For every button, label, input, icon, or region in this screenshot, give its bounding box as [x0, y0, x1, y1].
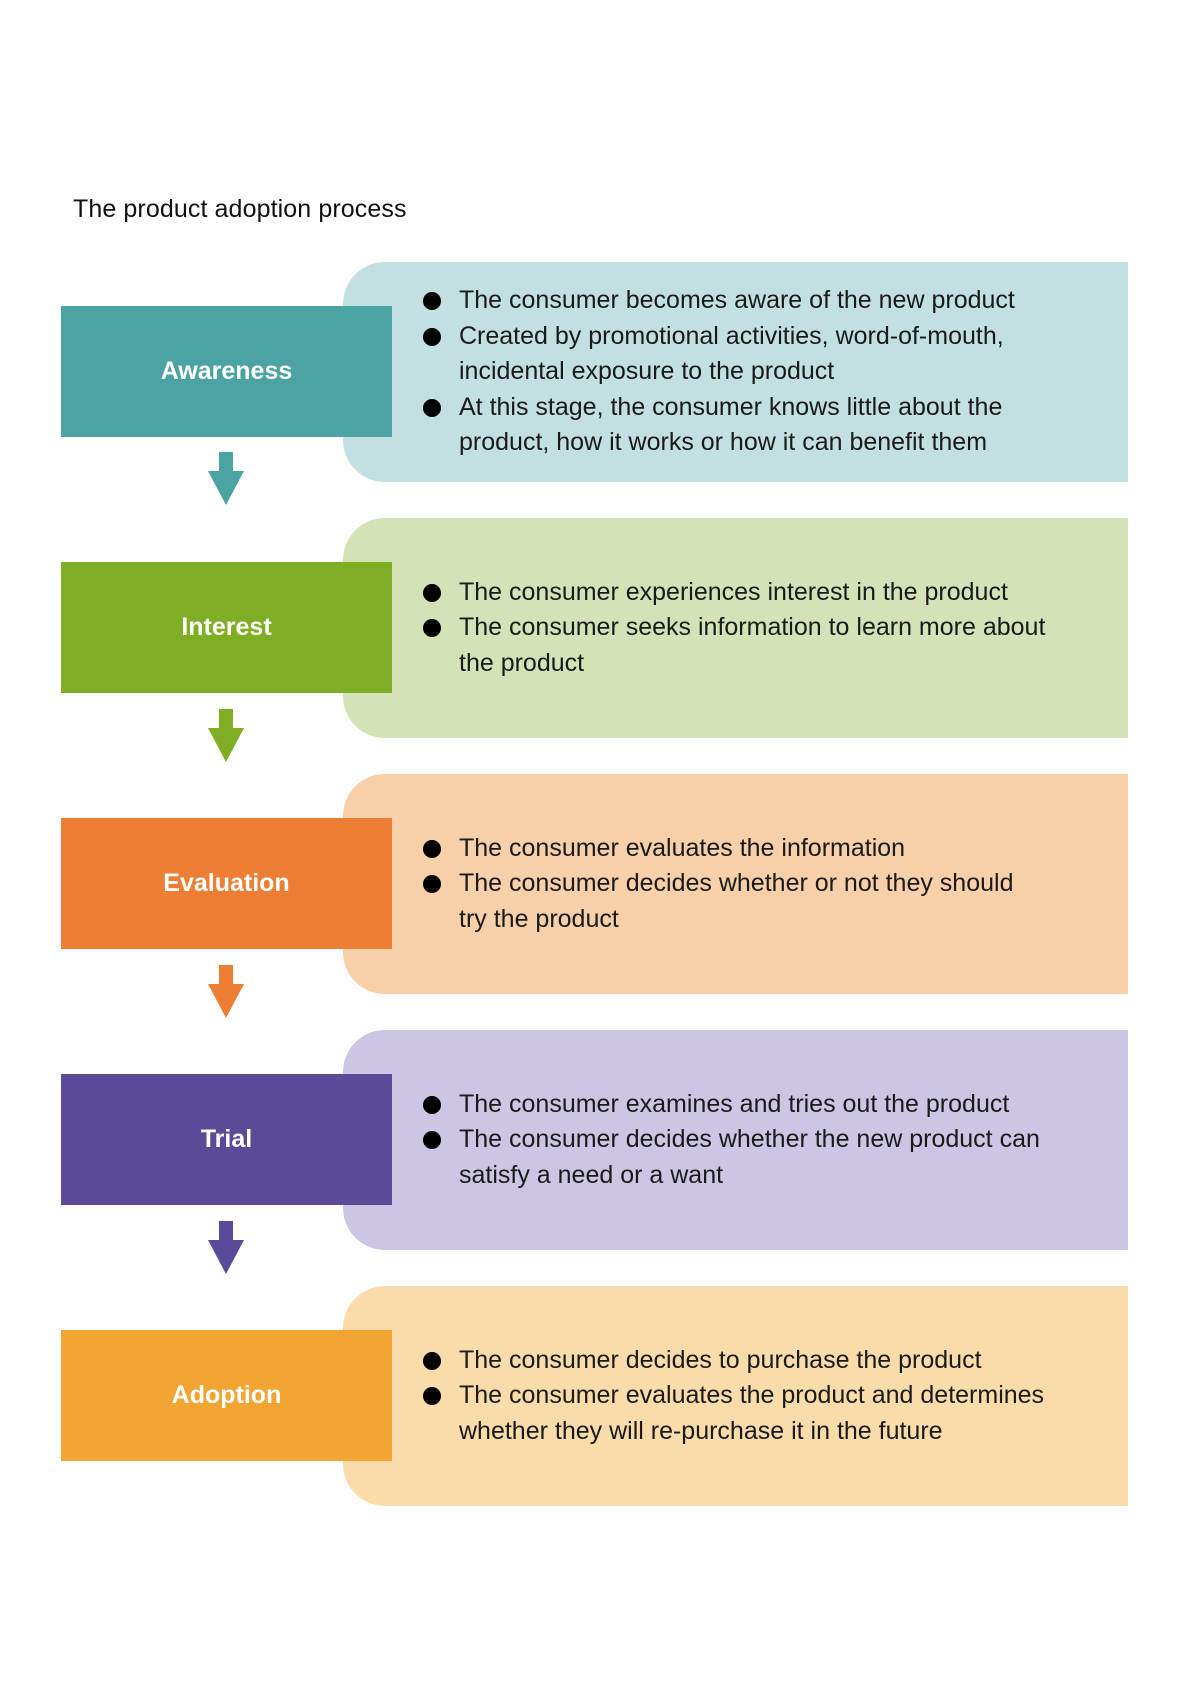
bullet-item: The consumer seeks information to learn … — [423, 610, 1059, 681]
bullet-item: The consumer evaluates the information — [423, 831, 1059, 867]
diagram-title: The product adoption process — [73, 195, 407, 223]
bullet-icon — [423, 875, 441, 894]
stage-description-card: The consumer evaluates the information T… — [343, 774, 1128, 994]
stage-label-box: Trial — [61, 1074, 392, 1205]
down-arrow-icon — [208, 965, 244, 1018]
bullet-icon — [423, 1131, 441, 1150]
bullet-item: At this stage, the consumer knows little… — [423, 390, 1069, 461]
stage-description-card: The consumer becomes aware of the new pr… — [343, 262, 1128, 482]
bullet-icon — [423, 1387, 441, 1406]
stage-label-box: Adoption — [61, 1330, 392, 1461]
stage-label: Awareness — [160, 357, 293, 385]
bullet-icon — [423, 1095, 441, 1114]
down-arrow-icon — [208, 452, 244, 505]
down-arrow-icon — [208, 709, 244, 762]
bullet-item: The consumer decides to purchase the pro… — [423, 1343, 1099, 1379]
bullet-item: The consumer decides whether or not they… — [423, 866, 1039, 937]
bullet-item: The consumer decides whether the new pro… — [423, 1122, 1099, 1193]
stage-label-box: Interest — [61, 562, 392, 693]
bullet-icon — [423, 1351, 441, 1370]
bullet-icon — [423, 398, 441, 417]
stage-description-card: The consumer examines and tries out the … — [343, 1030, 1128, 1250]
stage-interest: The consumer experiences interest in the… — [0, 518, 1200, 762]
stage-label: Adoption — [171, 1381, 282, 1409]
bullet-item: The consumer examines and tries out the … — [423, 1087, 1119, 1123]
stage-awareness: The consumer becomes aware of the new pr… — [0, 262, 1200, 505]
stage-description-card: The consumer experiences interest in the… — [343, 518, 1128, 738]
bullet-icon — [423, 583, 441, 602]
stage-label: Interest — [181, 613, 272, 641]
stage-label: Trial — [200, 1125, 253, 1153]
bullet-icon — [423, 292, 441, 311]
bullet-icon — [423, 327, 441, 346]
stage-evaluation: The consumer evaluates the information T… — [0, 774, 1200, 1018]
down-arrow-icon — [208, 1221, 244, 1274]
stage-label: Evaluation — [163, 869, 290, 897]
bullet-icon — [423, 839, 441, 858]
stage-adoption: The consumer decides to purchase the pro… — [0, 1286, 1200, 1506]
stage-description-card: The consumer decides to purchase the pro… — [343, 1286, 1128, 1506]
stage-label-box: Evaluation — [61, 818, 392, 949]
stage-trial: The consumer examines and tries out the … — [0, 1030, 1200, 1274]
stage-label-box: Awareness — [61, 306, 392, 437]
bullet-icon — [423, 619, 441, 638]
bullet-item: Created by promotional activities, word-… — [423, 319, 1069, 390]
bullet-item: The consumer evaluates the product and d… — [423, 1378, 1049, 1449]
bullet-item: The consumer experiences interest in the… — [423, 575, 1099, 611]
bullet-item: The consumer becomes aware of the new pr… — [423, 283, 1119, 319]
